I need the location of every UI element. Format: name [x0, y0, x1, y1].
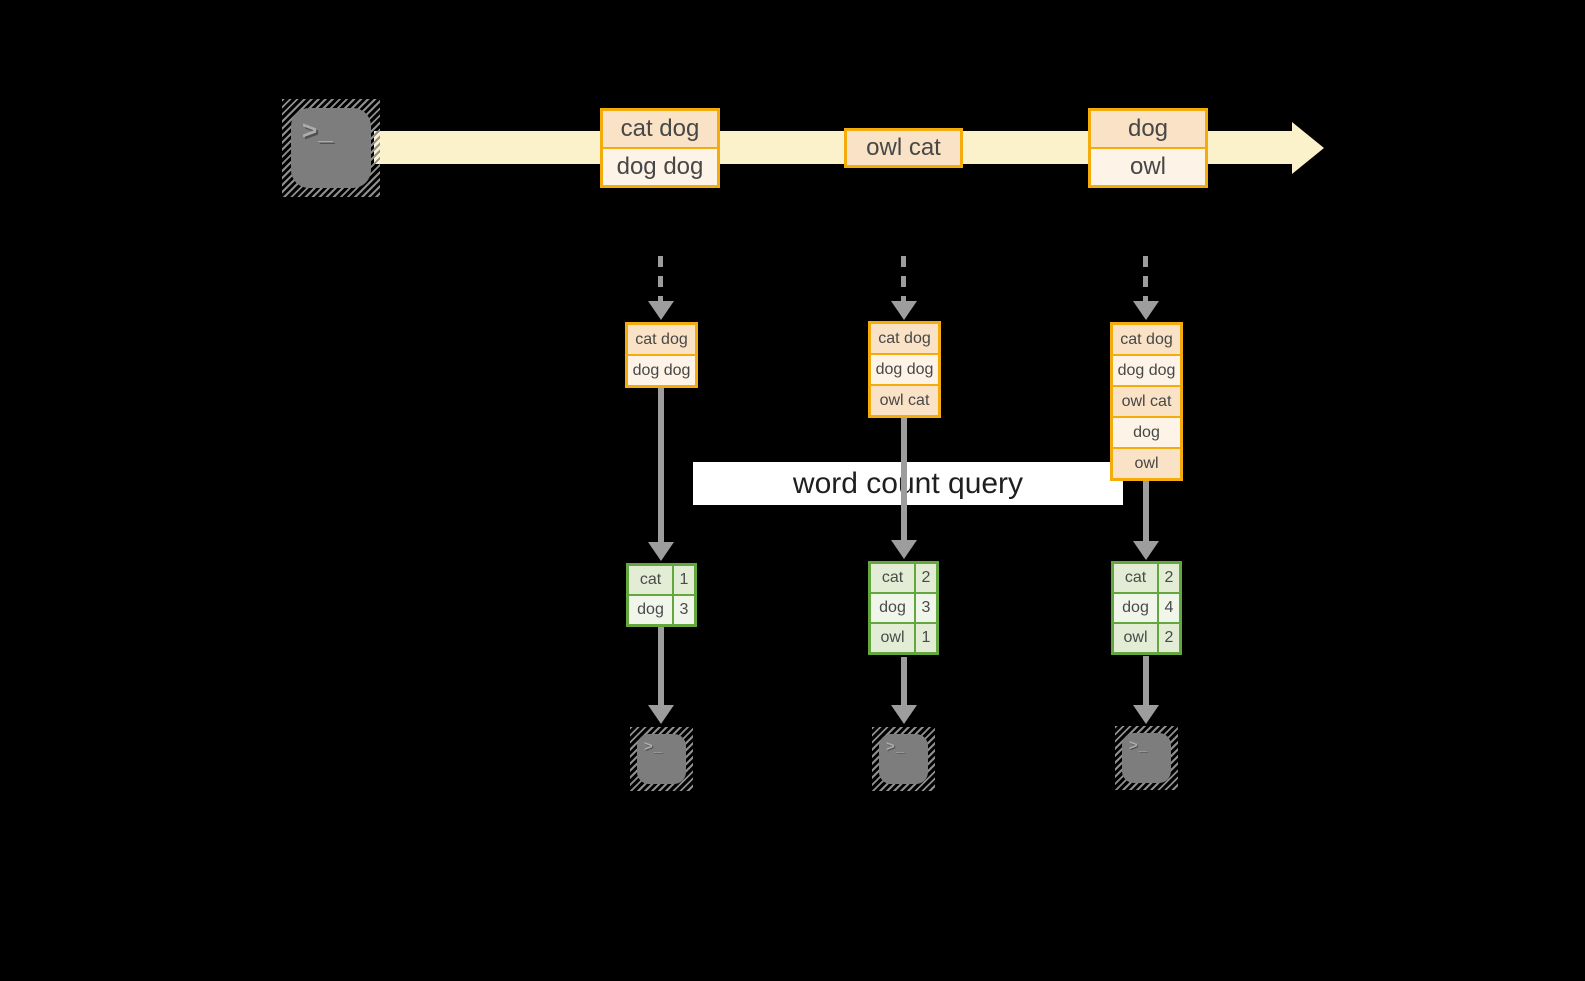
buffer-row: owl cat [1113, 387, 1180, 416]
query-arrow-icon [648, 388, 674, 561]
stream-batch-2: owl cat [844, 128, 963, 168]
source-terminal-icon: >_ [282, 99, 380, 197]
word-count-query-banner: word count query [693, 462, 1123, 505]
arrow-head [891, 540, 917, 559]
arrow-head [648, 542, 674, 561]
count-value: 1 [674, 566, 694, 594]
batch-row: owl cat [847, 131, 960, 165]
count-value: 3 [916, 594, 936, 622]
arrow-head [1133, 301, 1159, 320]
query-arrow-icon [891, 418, 917, 559]
count-word: cat [871, 564, 914, 592]
buffer-box-2: cat dog dog dog owl cat [868, 321, 941, 418]
query-arrow-icon [1133, 481, 1159, 560]
arrow-head [648, 705, 674, 724]
buffer-row: dog dog [871, 355, 938, 384]
terminal-screen: >_ [1122, 733, 1171, 783]
count-value: 1 [916, 624, 936, 652]
terminal-prompt-icon: >_ [644, 738, 664, 755]
batch-row: dog [1091, 111, 1205, 147]
output-arrow-icon [1133, 656, 1159, 724]
buffer-row: cat dog [628, 325, 695, 354]
stream-arrowhead-icon [1292, 122, 1324, 174]
arrow-shaft [1143, 656, 1149, 706]
arrow-shaft [1143, 256, 1148, 302]
count-word: dog [1114, 594, 1157, 622]
buffer-row: owl [1113, 449, 1180, 478]
arrow-head [1133, 541, 1159, 560]
count-table-3: cat 2 dog 4 owl 2 [1111, 561, 1182, 655]
buffer-row: owl cat [871, 386, 938, 415]
batch-row: cat dog [603, 111, 717, 147]
arrow-shaft [658, 388, 664, 543]
terminal-screen: >_ [637, 734, 686, 784]
arrow-shaft [901, 418, 907, 541]
buffer-box-1: cat dog dog dog [625, 322, 698, 388]
count-word: cat [629, 566, 672, 594]
count-word: dog [871, 594, 914, 622]
count-value: 3 [674, 596, 694, 624]
terminal-prompt-icon: >_ [302, 115, 334, 145]
output-terminal-icon: >_ [630, 727, 693, 791]
count-table-1: cat 1 dog 3 [626, 563, 697, 627]
batch-row: dog dog [603, 149, 717, 185]
dashed-arrow-icon [891, 256, 917, 320]
buffer-row: dog dog [628, 356, 695, 385]
buffer-row: cat dog [1113, 325, 1180, 354]
batch-row: owl [1091, 149, 1205, 185]
count-table-2: cat 2 dog 3 owl 1 [868, 561, 939, 655]
terminal-screen: >_ [291, 108, 371, 188]
banner-label: word count query [792, 466, 1024, 500]
terminal-screen: >_ [879, 734, 928, 784]
count-word: owl [1114, 624, 1157, 652]
output-arrow-icon [648, 627, 674, 724]
count-word: owl [871, 624, 914, 652]
stream-batch-1: cat dog dog dog [600, 108, 720, 188]
count-word: cat [1114, 564, 1157, 592]
arrow-shaft [658, 627, 664, 706]
arrow-head [891, 301, 917, 320]
buffer-row: dog dog [1113, 356, 1180, 385]
arrow-head [1133, 705, 1159, 724]
output-arrow-icon [891, 657, 917, 724]
dashed-arrow-icon [648, 256, 674, 320]
buffer-row: cat dog [871, 324, 938, 353]
terminal-prompt-icon: >_ [1129, 737, 1149, 754]
buffer-box-3: cat dog dog dog owl cat dog owl [1110, 322, 1183, 481]
output-terminal-icon: >_ [1115, 726, 1178, 790]
arrow-shaft [658, 256, 663, 302]
count-value: 2 [916, 564, 936, 592]
dashed-arrow-icon [1133, 256, 1159, 320]
count-value: 2 [1159, 624, 1179, 652]
buffer-row: dog [1113, 418, 1180, 447]
arrow-shaft [901, 256, 906, 302]
arrow-head [891, 705, 917, 724]
terminal-prompt-icon: >_ [886, 738, 906, 755]
stream-batch-3: dog owl [1088, 108, 1208, 188]
count-word: dog [629, 596, 672, 624]
arrow-shaft [901, 657, 907, 706]
output-terminal-icon: >_ [872, 727, 935, 791]
arrow-shaft [1143, 481, 1149, 542]
count-value: 2 [1159, 564, 1179, 592]
count-value: 4 [1159, 594, 1179, 622]
arrow-head [648, 301, 674, 320]
